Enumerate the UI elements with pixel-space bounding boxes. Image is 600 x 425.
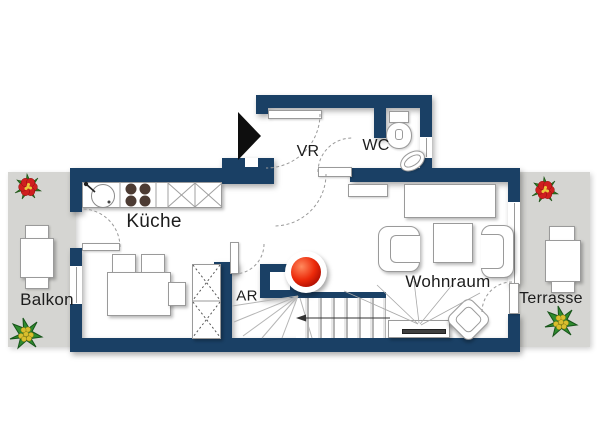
- wall-left-upper: [70, 168, 82, 212]
- room-label-balkon: Balkon: [20, 290, 74, 309]
- wall-wc-right-upper: [420, 95, 432, 137]
- room-label-vr: VR: [296, 143, 320, 160]
- armchair-seat: [390, 235, 420, 263]
- junction-notch: [245, 158, 258, 167]
- terrace-chair: [551, 281, 575, 293]
- wc-door-leaf: [318, 167, 352, 177]
- wall-entry-left-corner: [256, 95, 268, 114]
- stairs: [296, 298, 386, 338]
- balcony-chair: [25, 225, 49, 239]
- balcony-table: [20, 238, 54, 278]
- kitchen-chair: [168, 282, 186, 306]
- room-label-wohnraum: Wohnraum: [405, 272, 491, 291]
- tv-screen-bar: [402, 329, 446, 334]
- panorama-marker-dot: [291, 257, 321, 287]
- kitchen-window: [70, 266, 82, 304]
- panorama-marker[interactable]: [285, 251, 327, 293]
- terrace-chair: [549, 226, 575, 241]
- wall-ar-left: [220, 262, 232, 338]
- toilet-bowl-icon: [386, 122, 412, 149]
- balcony-door-leaf: [82, 243, 120, 251]
- wall-kitchen-top: [70, 168, 224, 182]
- toilet-flush-icon: [395, 129, 403, 140]
- entrance-arrow-icon: [238, 112, 261, 160]
- entrance-door-leaf: [268, 110, 322, 119]
- corner-chair-seat: [453, 304, 484, 335]
- terrace-door-leaf: [509, 283, 519, 314]
- armchair: [481, 225, 514, 278]
- ar-door-leaf: [230, 242, 239, 274]
- armchair-seat: [481, 234, 504, 269]
- stair-stringer-wall: [296, 292, 386, 298]
- wall-right-lower: [508, 314, 520, 352]
- kitchen-chair: [112, 254, 136, 273]
- room-label-terrasse: Terrasse: [519, 290, 583, 307]
- terrace-table: [545, 240, 581, 282]
- kitchen-counter: [82, 182, 222, 208]
- wall-entry-top: [256, 95, 432, 108]
- wall-right-upper: [508, 168, 520, 202]
- kitchen-window-glass: [76, 267, 77, 303]
- wall-livingroom-top: [350, 168, 520, 182]
- room-label-kueche: Küche: [126, 211, 182, 232]
- room-label-wc: WC: [362, 137, 390, 154]
- sideboard-shelf: [348, 184, 388, 197]
- wall-left-mid: [70, 248, 82, 266]
- balcony-chair: [25, 277, 49, 289]
- kitchen-chair: [141, 254, 165, 273]
- bed: [404, 184, 496, 218]
- livingroom-window-glass: [514, 203, 515, 283]
- room-label-ar: AR: [236, 287, 258, 305]
- wall-vr-wc-divider: [374, 108, 386, 138]
- wall-bottom: [70, 338, 520, 352]
- wc-window-glass: [426, 138, 427, 157]
- tall-cabinet: [192, 264, 221, 339]
- coffee-table: [433, 223, 473, 263]
- kitchen-table: [107, 272, 171, 316]
- armchair: [378, 226, 420, 272]
